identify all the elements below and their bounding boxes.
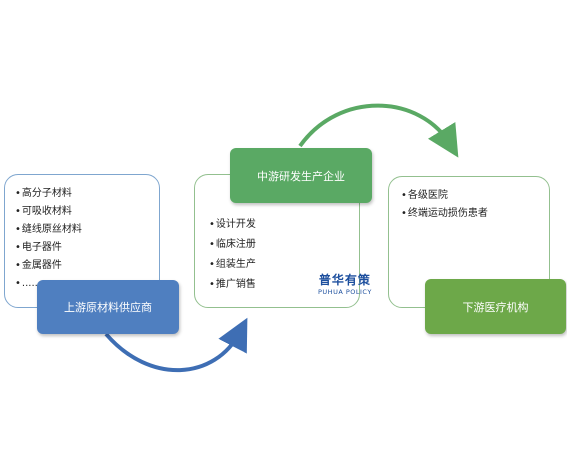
watermark-logo: 普华有策 PUHUA POLICY (318, 271, 372, 296)
watermark-cn: 普华有策 (318, 273, 371, 287)
midstream-box: 设计开发 临床注册 组装生产 推广销售 (194, 174, 360, 308)
midstream-item: 临床注册 (209, 235, 256, 255)
downstream-item: 终端运动损伤患者 (401, 205, 488, 223)
upstream-item: 可吸收材料 (15, 203, 82, 221)
midstream-label: 中游研发生产企业 (230, 148, 372, 203)
upstream-item: 电子器件 (15, 239, 82, 257)
downstream-label: 下游医疗机构 (425, 279, 566, 334)
arrow-up-to-mid (104, 317, 248, 373)
downstream-list: 各级医院 终端运动损伤患者 (401, 187, 488, 223)
upstream-item: 金属器件 (15, 257, 82, 275)
upstream-item: ...... (15, 275, 82, 293)
midstream-item: 设计开发 (209, 215, 256, 235)
upstream-item: 高分子材料 (15, 185, 82, 203)
upstream-label: 上游原材料供应商 (37, 280, 179, 334)
midstream-item: 组装生产 (209, 255, 256, 275)
upstream-list: 高分子材料 可吸收材料 缝线原丝材料 电子器件 金属器件 ...... (15, 185, 82, 293)
midstream-list: 设计开发 临床注册 组装生产 推广销售 (209, 215, 256, 295)
downstream-item: 各级医院 (401, 187, 488, 205)
arrow-mid-to-down (298, 103, 459, 158)
watermark-en: PUHUA POLICY (318, 288, 372, 296)
upstream-item: 缝线原丝材料 (15, 221, 82, 239)
midstream-item: 推广销售 (209, 275, 256, 295)
